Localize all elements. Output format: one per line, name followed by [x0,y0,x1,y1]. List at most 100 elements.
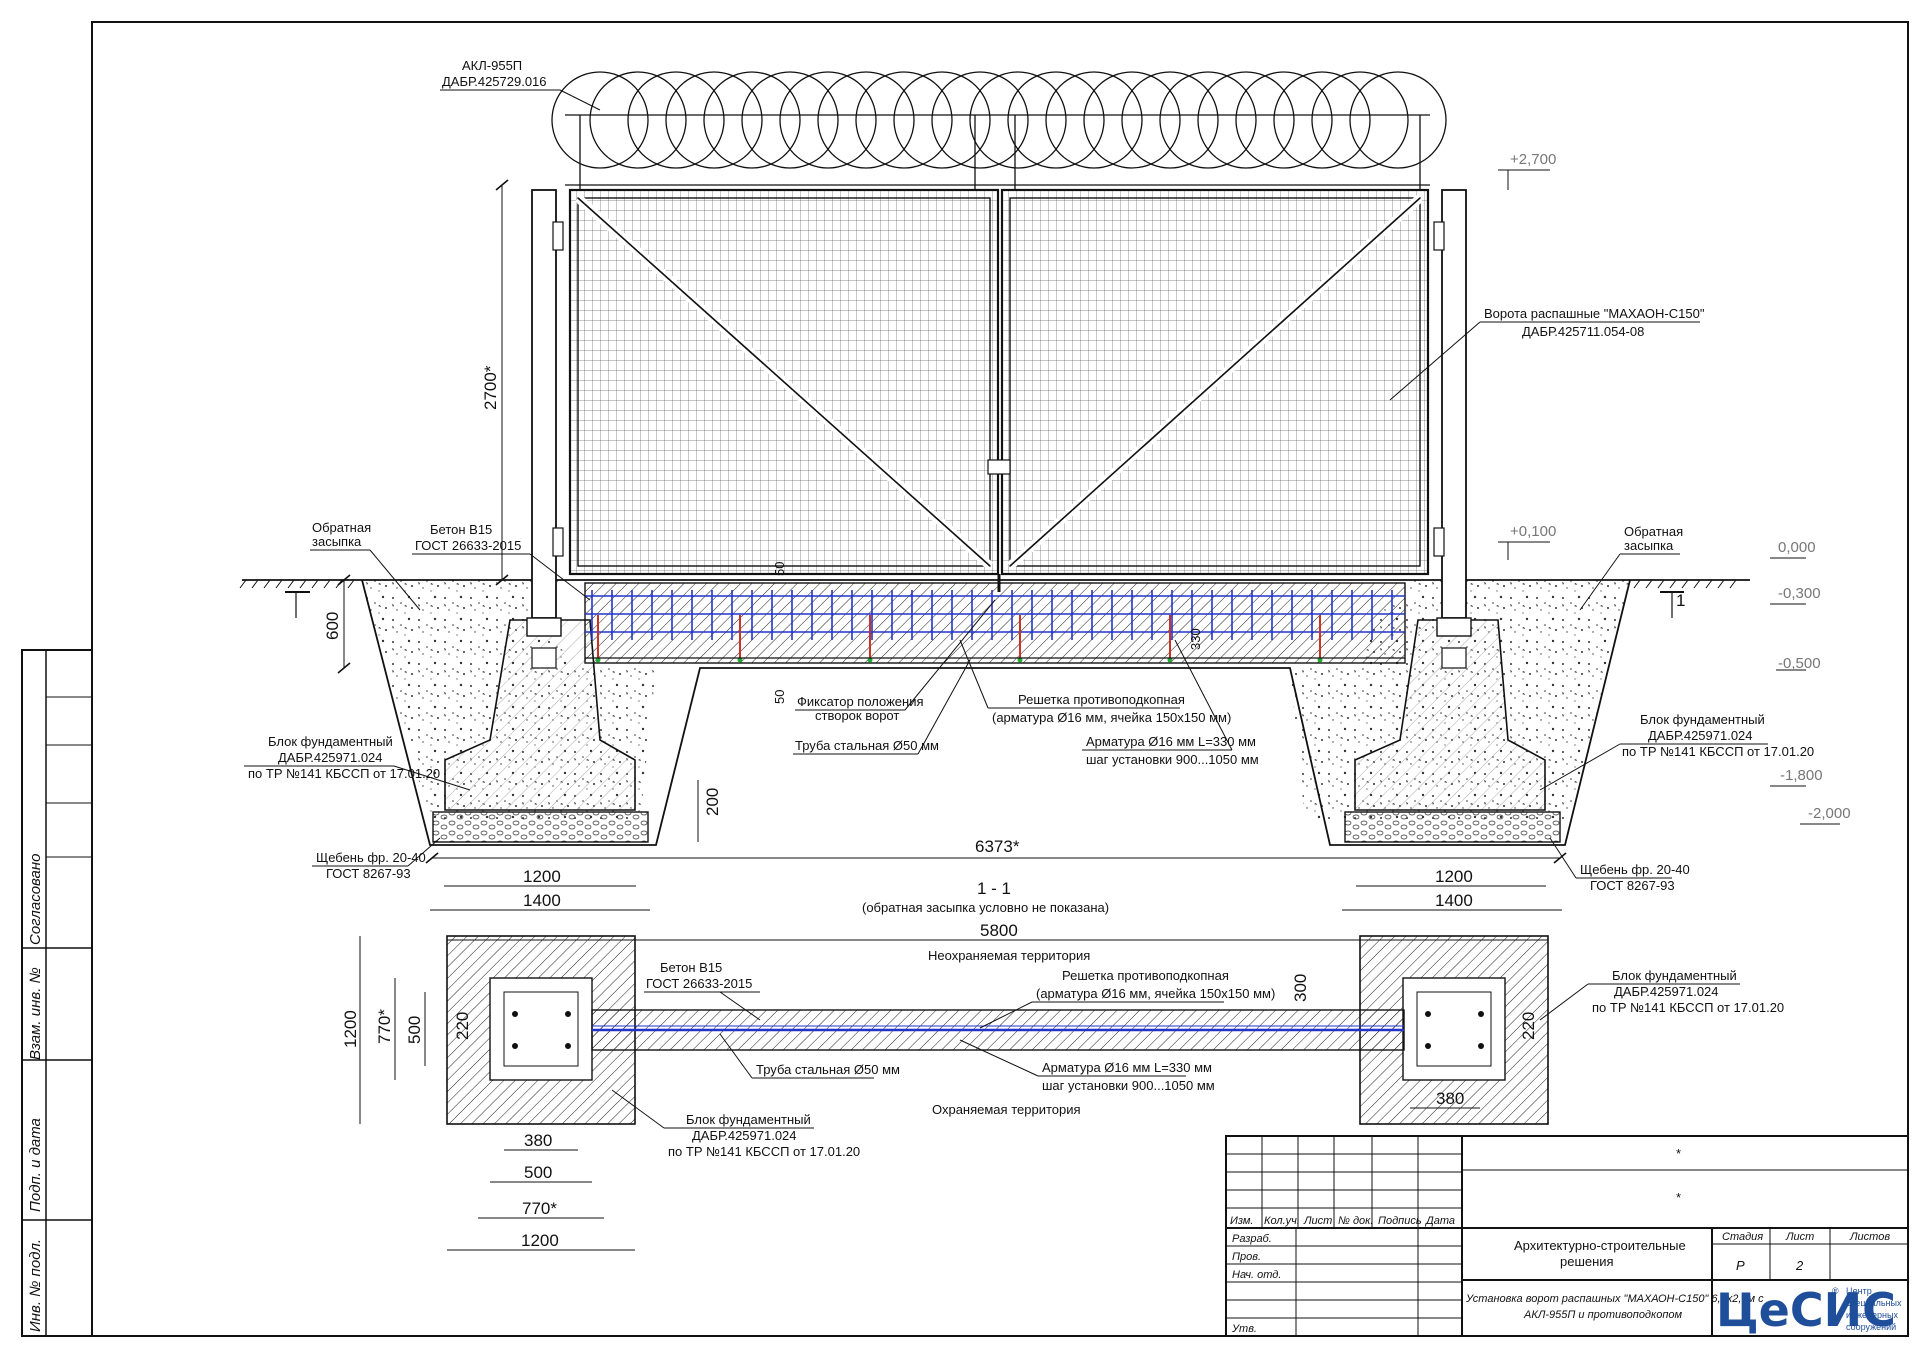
stamp-col-date: Дата [1424,1215,1455,1227]
label-gate-title: Ворота распашные "МАХАОН-С150" [1484,306,1705,321]
stamp-h-stage: Стадия [1722,1231,1763,1243]
dim-height: 2700* [481,365,500,410]
anti-dig-grid [585,590,1405,640]
stamp-h-sheets: Листов [1849,1231,1890,1243]
logo: ЦеСИС ® Центр специальных инженерных соо… [1716,1283,1902,1337]
label-akl-code: ДАБР.425729.016 [442,74,547,89]
dim-plan-500-v: 500 [405,1016,424,1044]
rebar-anchors [595,615,1323,663]
section-view: АКЛ-955П ДАБР.425729.016 Ворота распашны… [239,58,1851,915]
label-concrete-1: Бетон В15 [430,522,492,537]
dim-plan-1200-v: 1200 [341,1010,360,1048]
stamp-star-1: * [1676,1146,1681,1161]
gravel-right [1344,811,1561,843]
label-block-left-1: Блок фундаментный [268,734,393,749]
section-mark-right: 1 [1676,591,1685,610]
foundation-block-right [1354,619,1546,811]
label-plan-block-left-3: по ТР №141 КБССП от 17.01.20 [668,1144,860,1159]
label-grid-1: Решетка противоподкопная [1018,692,1185,707]
dim-plan-770: 770* [522,1199,557,1218]
section-note: (обратная засыпка условно не показана) [862,900,1109,915]
label-plan-concrete-2: ГОСТ 26633-2015 [646,976,752,991]
side-vzam: Взам. инв. № [27,967,44,1060]
dim-plan-500: 500 [524,1163,552,1182]
gravel-left [432,811,649,843]
label-backfill-right-2: засыпка [1624,538,1674,553]
label-plan-block-right-2: ДАБР.425971.024 [1614,984,1719,999]
dim-1200-right: 1200 [1435,867,1473,886]
label-plan-block-right-3: по ТР №141 КБССП от 17.01.20 [1592,1000,1784,1015]
concrete-beam [584,582,1406,664]
title-block [1225,1135,1909,1337]
logo-line-4: сооружений [1846,1322,1896,1332]
svg-text:+0,100: +0,100 [1510,523,1556,540]
dim-330: 330 [1188,628,1203,650]
stamp-v-sheet: 2 [1795,1258,1804,1273]
dim-plan-220-right: 220 [1519,1012,1538,1040]
label-concrete-2: ГОСТ 26633-2015 [415,538,521,553]
stamp-section-2: решения [1560,1254,1614,1269]
level-marks: +2,700 +0,100 0,000 -0,300 -0,500 -1,800… [1498,151,1851,825]
section-title: 1 - 1 [977,879,1011,898]
logo-line-2: специальных [1846,1298,1902,1308]
gate-post-right [1441,189,1467,619]
dim-plan-770-v: 770* [375,1009,394,1044]
dim-6373: 6373* [975,837,1020,856]
label-plan-pipe: Труба стальная Ø50 мм [756,1062,900,1077]
side-agreed: Согласовано [27,854,44,946]
stamp-v-stage: Р [1736,1258,1745,1273]
stamp-section-1: Архитектурно-строительные [1514,1238,1686,1253]
svg-text:-2,000: -2,000 [1808,805,1851,822]
label-plan-block-right-1: Блок фундаментный [1612,968,1737,983]
logo-line-3: инженерных [1846,1310,1898,1320]
stamp-title-1: Установка ворот распашных "МАХАОН-С150" … [1465,1293,1764,1305]
label-plan-block-left-1: Блок фундаментный [686,1112,811,1127]
stamp-row-razrab: Разраб. [1232,1233,1272,1245]
dim-5800: 5800 [980,921,1018,940]
stamp-col-izm: Изм. [1230,1215,1253,1227]
sheet-frame [91,21,1909,1337]
stamp-col-kol: Кол.уч. [1264,1215,1300,1227]
dim-plan-300: 300 [1291,974,1310,1002]
svg-text:-0,300: -0,300 [1778,585,1821,602]
stamp-col-sign: Подпись [1378,1215,1422,1227]
stamp-title-2: АКЛ-955П и противоподкопом [1523,1309,1682,1321]
dim-plan-380-right: 380 [1436,1089,1464,1108]
dim-plan-380: 380 [524,1131,552,1150]
logo-text: ЦеСИС [1716,1283,1896,1337]
razor-wire [551,71,1447,190]
label-block-right-3: по ТР №141 КБССП от 17.01.20 [1622,744,1814,759]
label-backfill-left-1: Обратная [312,520,371,535]
logo-line-1: Центр [1846,1286,1872,1296]
label-fixator-2: створок ворот [815,708,899,723]
label-plan-concrete-1: Бетон В15 [660,960,722,975]
dim-50-top: 50 [772,562,787,576]
label-plan-block-left-2: ДАБР.425971.024 [692,1128,797,1143]
label-backfill-right-1: Обратная [1624,524,1683,539]
side-inv: Инв. № подл. [27,1239,44,1332]
label-block-right-2: ДАБР.425971.024 [1648,728,1753,743]
label-rebar-1: Арматура Ø16 мм L=330 мм [1086,734,1256,749]
dim-1400-left: 1400 [523,891,561,910]
plan-view: 5800 Неохраняемая территория Охраняемая … [341,921,1784,1251]
svg-text:-1,800: -1,800 [1780,767,1823,784]
stamp-row-prov: Пров. [1232,1251,1261,1263]
label-gravel-right-1: Щебень фр. 20-40 [1580,862,1690,877]
label-gravel-left-1: Щебень фр. 20-40 [316,850,426,865]
dim-plan-220-left: 220 [453,1012,472,1040]
label-plan-grid-1: Решетка противоподкопная [1062,968,1229,983]
label-gate-code: ДАБР.425711.054-08 [1522,324,1644,339]
stamp-star-2: * [1676,1190,1681,1205]
stamp-col-list: Лист [1303,1215,1332,1227]
dim-200: 200 [703,788,722,816]
label-protected: Охраняемая территория [932,1102,1081,1117]
label-plan-rebar-2: шаг установки 900...1050 мм [1042,1078,1215,1093]
label-gravel-left-2: ГОСТ 8267-93 [326,866,411,881]
label-rebar-2: шаг установки 900...1050 мм [1086,752,1259,767]
svg-text:0,000: 0,000 [1778,539,1816,556]
side-podp: Подп. и дата [27,1118,44,1212]
stamp-row-nach: Нач. отд. [1232,1269,1281,1281]
label-block-right-1: Блок фундаментный [1640,712,1765,727]
dim-600: 600 [323,612,342,640]
